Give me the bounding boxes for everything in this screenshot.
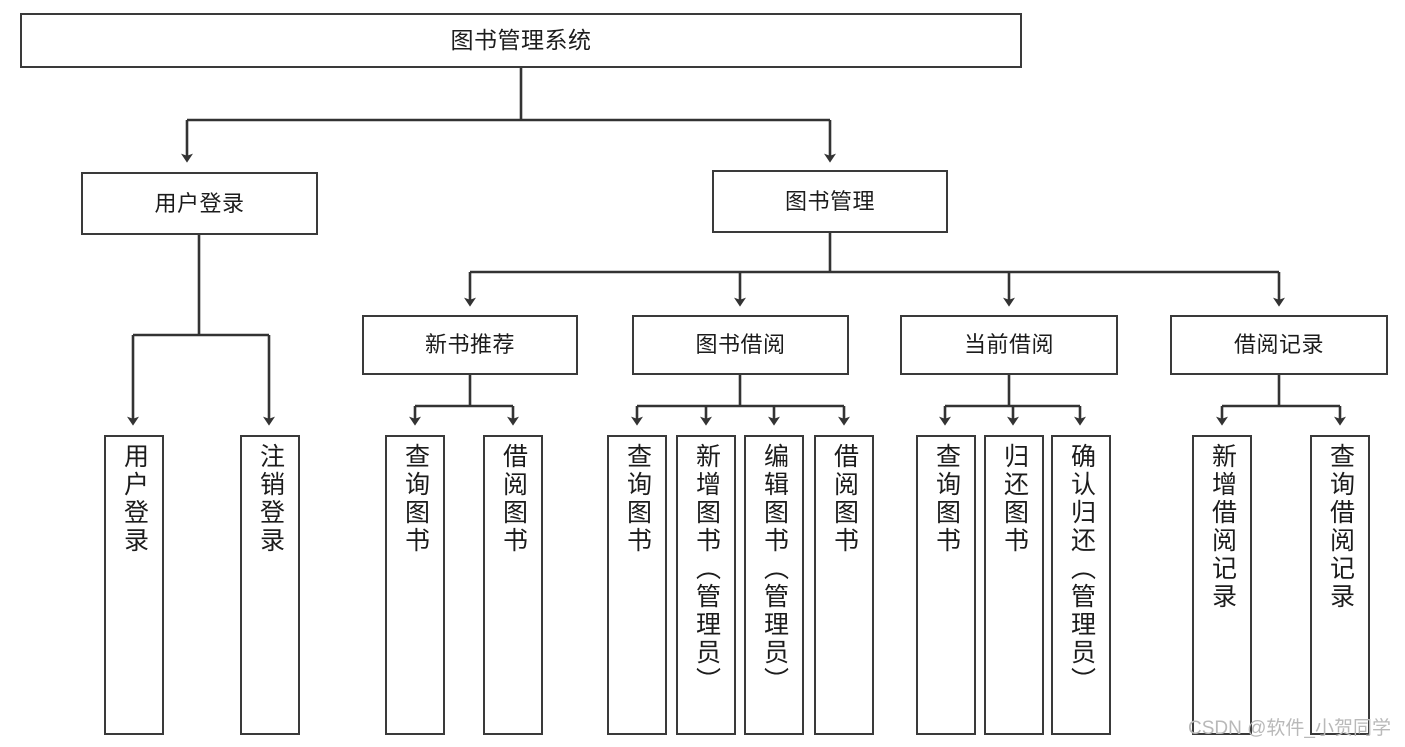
- leaf-query-book-borrow[interactable]: 查询图书: [607, 435, 667, 735]
- node-book-manage[interactable]: 图书管理: [712, 170, 948, 233]
- leaf-edit-book-admin[interactable]: 编辑图书（管理员）: [744, 435, 804, 735]
- node-label: 查询图书: [623, 443, 652, 555]
- node-label: 新增图书（管理员）: [692, 443, 721, 695]
- node-label: 图书管理: [784, 188, 875, 214]
- node-label: 归还图书: [1000, 443, 1029, 555]
- leaf-user-logout[interactable]: 注销登录: [240, 435, 300, 735]
- node-label: 确认归还（管理员）: [1067, 443, 1096, 695]
- node-user-login[interactable]: 用户登录: [81, 172, 318, 235]
- node-label: 注销登录: [256, 443, 285, 555]
- leaf-user-login[interactable]: 用户登录: [104, 435, 164, 735]
- leaf-borrow-book-borrow[interactable]: 借阅图书: [814, 435, 874, 735]
- leaf-query-book-recommend[interactable]: 查询图书: [385, 435, 445, 735]
- node-label: 查询图书: [932, 443, 961, 555]
- node-new-book-recommend[interactable]: 新书推荐: [362, 315, 578, 375]
- leaf-confirm-return-admin[interactable]: 确认归还（管理员）: [1051, 435, 1111, 735]
- leaf-query-book-current[interactable]: 查询图书: [916, 435, 976, 735]
- leaf-query-borrow-record[interactable]: 查询借阅记录: [1310, 435, 1370, 735]
- node-label: 借阅图书: [499, 443, 528, 555]
- node-label: 图书借阅: [695, 332, 786, 358]
- node-label: 用户登录: [154, 190, 245, 216]
- node-label: 当前借阅: [963, 332, 1054, 358]
- node-label: 借阅图书: [830, 443, 859, 555]
- node-book-borrow[interactable]: 图书借阅: [632, 315, 849, 375]
- node-label: 新增借阅记录: [1208, 443, 1237, 611]
- node-borrow-record[interactable]: 借阅记录: [1170, 315, 1388, 375]
- watermark: CSDN @软件_小贺同学: [1188, 718, 1391, 739]
- node-label: 用户登录: [120, 443, 149, 555]
- node-label: 新书推荐: [424, 332, 515, 358]
- node-root-system[interactable]: 图书管理系统: [20, 13, 1022, 68]
- leaf-add-book-admin[interactable]: 新增图书（管理员）: [676, 435, 736, 735]
- leaf-return-book[interactable]: 归还图书: [984, 435, 1044, 735]
- node-label: 借阅记录: [1233, 332, 1324, 358]
- node-label: 查询图书: [401, 443, 430, 555]
- node-label: 图书管理系统: [450, 27, 592, 54]
- node-label: 编辑图书（管理员）: [760, 443, 789, 695]
- leaf-add-borrow-record[interactable]: 新增借阅记录: [1192, 435, 1252, 735]
- leaf-borrow-book-recommend[interactable]: 借阅图书: [483, 435, 543, 735]
- node-label: 查询借阅记录: [1326, 443, 1355, 611]
- node-current-borrow[interactable]: 当前借阅: [900, 315, 1118, 375]
